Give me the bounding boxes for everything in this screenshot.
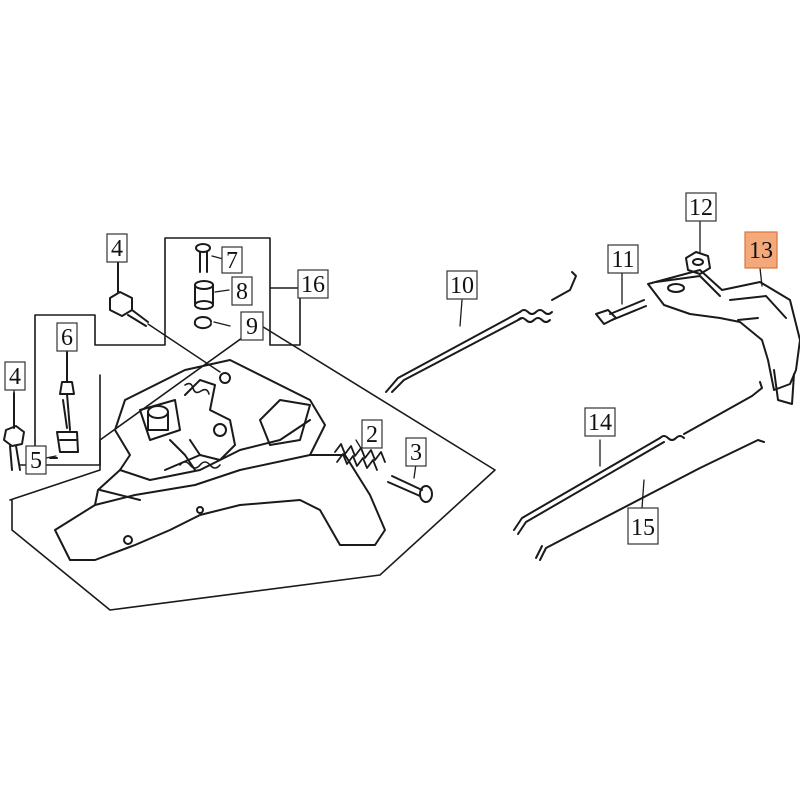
svg-text:9: 9 [246, 314, 258, 340]
nut-12 [685, 251, 711, 275]
bolt-11 [595, 299, 647, 325]
svg-text:7: 7 [226, 248, 238, 274]
collar-8 [194, 280, 214, 310]
svg-text:5: 5 [30, 448, 42, 474]
svg-text:3: 3 [410, 440, 422, 466]
rod-15 [535, 439, 765, 561]
label-3: 3 [405, 437, 427, 467]
label-13-highlighted: 13 [744, 231, 778, 269]
svg-text:16: 16 [301, 272, 325, 298]
label-8: 8 [231, 276, 253, 306]
washer-9 [193, 316, 212, 330]
svg-text:2: 2 [366, 422, 378, 448]
label-9: 9 [240, 311, 264, 341]
control-lever-13 [647, 269, 800, 405]
svg-text:4: 4 [9, 364, 21, 390]
label-15: 15 [627, 507, 659, 545]
svg-text:13: 13 [749, 238, 773, 264]
label-14: 14 [584, 407, 616, 437]
label-7: 7 [221, 246, 243, 274]
svg-text:12: 12 [689, 195, 713, 221]
plate-spring [179, 382, 221, 469]
label-2: 2 [361, 419, 383, 449]
label-16: 16 [297, 269, 329, 299]
label-6: 6 [56, 322, 78, 352]
pivot-bolt-7 [195, 243, 211, 273]
label-12: 12 [685, 192, 717, 222]
cable-clip [49, 431, 79, 459]
svg-text:11: 11 [611, 247, 634, 273]
label-11: 11 [607, 244, 639, 274]
part-labels: 4 4 5 6 7 8 9 16 [4, 192, 778, 545]
flange-bolt-left [3, 392, 25, 471]
label-10: 10 [446, 270, 478, 300]
label-4-left: 4 [4, 361, 26, 391]
svg-text:15: 15 [631, 515, 655, 541]
svg-text:4: 4 [111, 236, 123, 262]
svg-text:8: 8 [236, 279, 248, 305]
screw-3 [387, 475, 433, 503]
control-plate [54, 359, 386, 561]
svg-text:10: 10 [450, 273, 474, 299]
svg-text:6: 6 [61, 325, 73, 351]
screw-6 [59, 351, 75, 431]
label-5: 5 [25, 445, 47, 475]
svg-text:14: 14 [588, 410, 612, 436]
rod-14 [513, 381, 763, 535]
label-4-top: 4 [106, 233, 128, 263]
flange-bolt-top [109, 261, 221, 373]
leader-lines [13, 221, 763, 509]
rod-10 [385, 271, 577, 393]
